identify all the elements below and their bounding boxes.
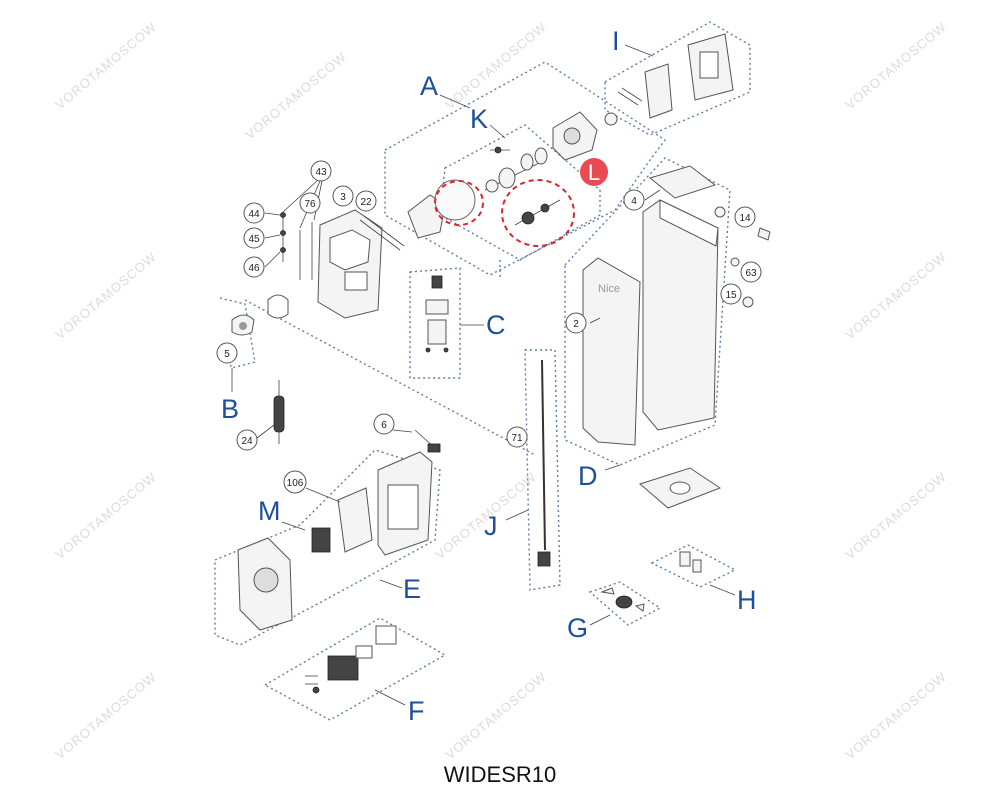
watermark-text: VOROTAMOSCOW: [52, 19, 159, 112]
group-label-b: B: [221, 394, 239, 424]
watermark-layer: VOROTAMOSCOW VOROTAMOSCOW VOROTAMOSCOW V…: [52, 19, 949, 762]
callout-3: 3: [340, 192, 346, 203]
callout-circle: [720, 283, 742, 305]
watermark-text: VOROTAMOSCOW: [442, 669, 549, 762]
watermark-text: VOROTAMOSCOW: [52, 469, 159, 562]
callout-15: 15: [725, 290, 737, 301]
callout-45: 45: [248, 234, 260, 245]
callout-circle: [283, 470, 307, 494]
highlight-badge: [580, 158, 608, 186]
callout-circle: [243, 227, 265, 249]
callout-circle: [332, 185, 354, 207]
watermark-text: VOROTAMOSCOW: [842, 469, 949, 562]
callout-71: 71: [511, 433, 523, 444]
callout-circle: [243, 256, 265, 278]
group-c-boundary: [409, 267, 461, 379]
group-label-m: M: [258, 496, 281, 526]
group-label-f: F: [408, 696, 425, 726]
watermark-text: VOROTAMOSCOW: [52, 669, 159, 762]
callout-24: 24: [241, 436, 253, 447]
group-label-j: J: [484, 511, 498, 541]
gear-shaft-part: [484, 146, 548, 193]
callout-76: 76: [304, 199, 316, 210]
callout-63: 63: [745, 268, 757, 279]
group-label-c: C: [486, 310, 506, 340]
highlight-circle-large: [501, 179, 575, 247]
group-e-boundary: [214, 449, 441, 646]
group-label-g: G: [567, 613, 588, 643]
group-a-boundary: [384, 61, 667, 276]
group-label-a: A: [420, 71, 438, 101]
watermark-text: VOROTAMOSCOW: [842, 249, 949, 342]
callout-2: 2: [573, 319, 579, 330]
model-title: WIDESR10: [444, 762, 556, 787]
group-label-h: H: [737, 585, 757, 615]
callout-5: 5: [224, 349, 230, 360]
control-box-part: [237, 429, 441, 631]
inner-gear-part: [514, 199, 561, 226]
callout-106: 106: [287, 478, 304, 489]
callout-43: 43: [315, 167, 327, 178]
callout-circle: [623, 189, 645, 211]
part-drawings: Nice: [231, 33, 771, 694]
callout-46: 46: [248, 263, 260, 274]
spring-bracket-part: [231, 294, 289, 444]
watermark-text: VOROTAMOSCOW: [842, 19, 949, 112]
group-h-boundary: [650, 544, 737, 588]
callout-circle: [506, 426, 528, 448]
callout-circle: [565, 312, 587, 334]
callout-circle: [243, 202, 265, 224]
part-callouts: 2 3 4 5 6 14 15 22 24 43 44 45 46: [216, 160, 762, 503]
spring-part: [273, 395, 285, 433]
group-j-boundary: [524, 349, 561, 591]
callout-4: 4: [631, 196, 637, 207]
watermark-text: VOROTAMOSCOW: [242, 49, 349, 142]
callout-44: 44: [248, 209, 260, 220]
highlight-circle-small: [434, 180, 484, 226]
callout-circle: [216, 342, 238, 364]
group-label-d: D: [578, 461, 598, 491]
callout-circle: [299, 192, 321, 214]
group-k-boundary: [439, 124, 601, 261]
group-label-i: I: [612, 26, 620, 56]
callout-circle: [373, 413, 395, 435]
group-boundaries: [214, 21, 751, 721]
cabinet-part: Nice: [582, 165, 771, 509]
callout-circle: [310, 160, 332, 182]
callout-6: 6: [381, 420, 387, 431]
seal-ring-part: [604, 112, 618, 126]
callout-circle: [236, 429, 258, 451]
group-i-boundary: [604, 21, 751, 136]
watermark-text: VOROTAMOSCOW: [442, 19, 549, 112]
group-label-e: E: [403, 574, 421, 604]
group-g-boundary: [588, 581, 662, 626]
group-labels: A K I B C D J M E F G H: [221, 26, 757, 726]
highlight-badge-label: L: [588, 160, 600, 185]
motor-plate-part: [280, 209, 405, 319]
group-d-boundary: [564, 157, 731, 466]
highlight-layer: L: [434, 158, 608, 247]
group-label-k: K: [470, 104, 488, 134]
watermark-text: VOROTAMOSCOW: [52, 249, 159, 342]
callout-14: 14: [739, 213, 751, 224]
motor-housing-part: [407, 111, 598, 239]
control-block-part: [617, 33, 734, 119]
motor-part: [425, 275, 449, 353]
cable-rod-part: [537, 359, 551, 567]
callout-circle: [355, 190, 377, 212]
svg-text:Nice: Nice: [598, 283, 620, 295]
callout-circle: [740, 261, 762, 283]
accessory-parts: [305, 625, 397, 694]
watermark-text: VOROTAMOSCOW: [842, 669, 949, 762]
callout-circle: [734, 206, 756, 228]
small-parts-g-h: [600, 551, 702, 612]
callout-22: 22: [360, 197, 372, 208]
